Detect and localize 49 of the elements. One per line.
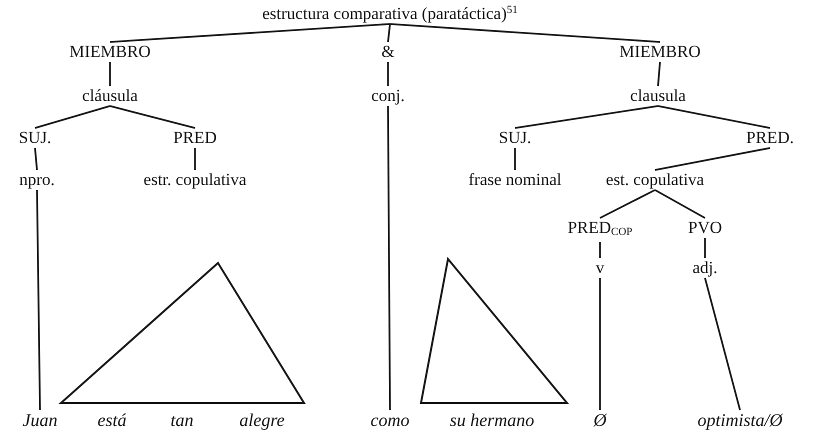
tree-node-label: adj. — [692, 258, 718, 278]
sentence-word: su hermano — [450, 410, 534, 430]
tree-node-label: SUJ. — [498, 128, 532, 148]
tree-node-label: v — [596, 258, 604, 278]
tree-node-label: MIEMBRO — [69, 42, 151, 62]
sentence-word: optimista/Ø — [698, 410, 782, 430]
tree-branch — [110, 105, 196, 129]
tree-node-label: PRED. — [746, 128, 794, 148]
tree-node-label: SUJ. — [18, 128, 52, 148]
tree-branch — [387, 62, 389, 86]
tree-node-label: conj. — [371, 86, 405, 106]
tree-branch — [654, 147, 770, 171]
tree-node-label: PRED$_{COP}$ — [568, 218, 632, 242]
tree-branch — [387, 106, 391, 410]
tree-branch — [514, 105, 658, 129]
tree-node-label: frase nominal — [468, 170, 562, 190]
tree-branch — [657, 62, 661, 86]
sentence-word: alegre — [239, 410, 285, 430]
tree-branch — [110, 23, 390, 43]
tree-branch — [658, 105, 770, 129]
tree-node-label: PVO — [688, 218, 722, 238]
tree-branch — [704, 238, 706, 258]
tree-node-label: cláusula — [82, 86, 138, 106]
tree-branch — [34, 105, 110, 129]
tree-node-label: estructura comparativa (paratáctica)$^{51}$ — [262, 4, 518, 24]
tree-node-label: & — [381, 42, 395, 62]
tree-branch — [390, 23, 660, 43]
tree-branch — [387, 24, 391, 42]
tree-branch — [704, 278, 741, 410]
tree-node-label: estr. copulativa — [144, 170, 246, 190]
tree-branch — [599, 242, 601, 258]
sentence-word: tan — [170, 410, 194, 430]
tree-branch — [36, 190, 41, 410]
tree-branch — [514, 148, 516, 170]
tree-branch — [600, 189, 656, 219]
tree-branch — [109, 62, 111, 86]
sentence-word: está — [98, 410, 126, 430]
tree-node-label: est. copulativa — [606, 170, 704, 190]
sentence-word: Ø — [594, 410, 606, 430]
tree-branch — [599, 278, 601, 410]
tree-node-label: PRED — [173, 128, 217, 148]
tree-branch — [654, 189, 706, 219]
tree-node-label: clausula — [630, 86, 686, 106]
tree-branch — [194, 148, 196, 170]
tree-node-label: npro. — [19, 170, 55, 190]
tree-node-label: MIEMBRO — [619, 42, 701, 62]
sentence-word: como — [370, 410, 410, 430]
tree-branch — [34, 148, 38, 170]
sentence-word: Juan — [22, 410, 58, 430]
